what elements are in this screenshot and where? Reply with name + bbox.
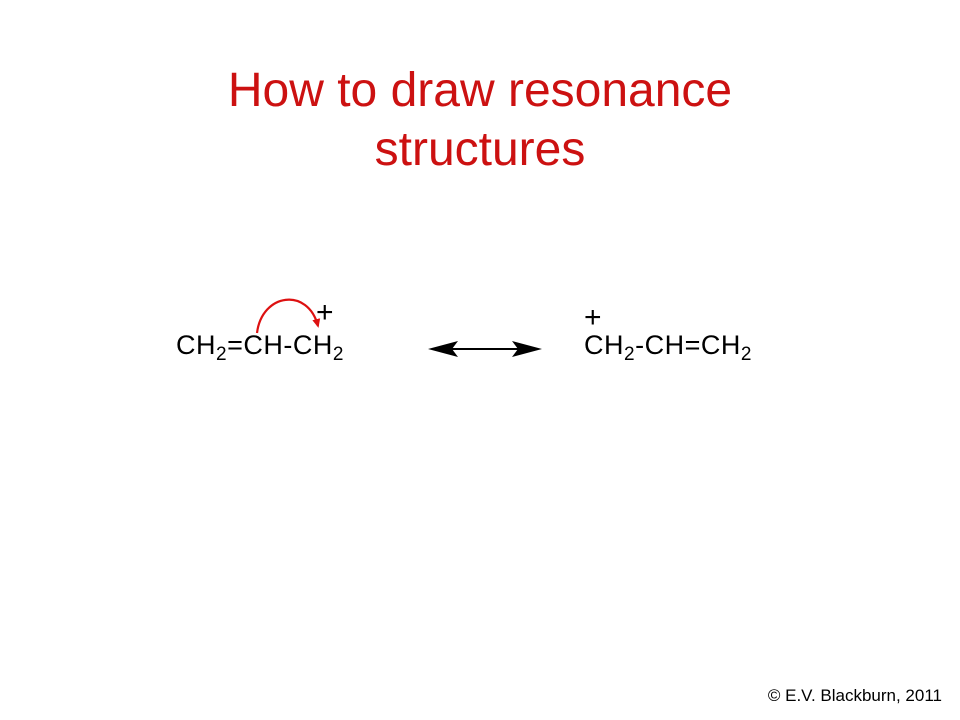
left-positive-charge: + (316, 296, 334, 329)
left-formula-part-1: CH (176, 330, 216, 360)
copyright-notice: © E.V. Blackburn, 2011 (767, 686, 942, 705)
title-line-2: structures (374, 122, 586, 176)
right-formula-part-2: -CH=CH (635, 330, 741, 360)
slide-title: How to draw resonance structures (0, 62, 960, 179)
right-formula-part-1: CH (584, 330, 624, 360)
title-line-1: How to draw resonance (227, 64, 733, 117)
left-resonance-structure: CH2=CH-CH2 (176, 330, 344, 364)
right-resonance-structure: CH2-CH=CH2 (584, 330, 752, 364)
curved-electron-arrow-icon (255, 298, 321, 334)
left-formula-part-2: =CH-CH (227, 330, 333, 360)
left-formula-subscript-1: 2 (216, 344, 228, 365)
right-formula-subscript-1: 2 (624, 344, 636, 365)
right-formula-subscript-2: 2 (740, 344, 752, 365)
left-formula-subscript-2: 2 (332, 344, 344, 365)
double-headed-arrow-icon (428, 341, 542, 357)
right-positive-charge: + (584, 301, 602, 334)
